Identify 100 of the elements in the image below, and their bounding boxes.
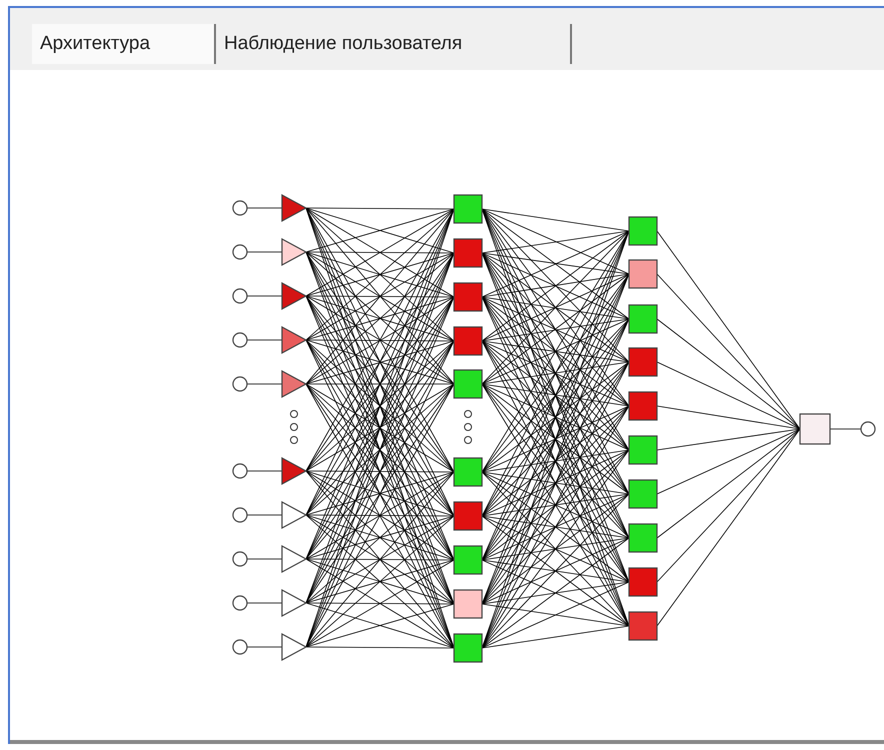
- input-neuron-triangle: [281, 282, 308, 310]
- connection-line: [482, 538, 630, 560]
- neuron-square: [453, 282, 483, 312]
- connection-line: [482, 472, 630, 538]
- neuron-circle: [860, 421, 876, 437]
- connection-line: [482, 274, 630, 384]
- connection-line: [482, 340, 630, 362]
- connection-line: [246, 558, 282, 560]
- connection-line: [482, 494, 630, 560]
- connection-line: [482, 494, 630, 604]
- neuron-circle: [232, 200, 248, 216]
- input-neuron-triangle: [281, 326, 308, 354]
- connection-line: [306, 470, 454, 472]
- connection-line: [482, 626, 630, 648]
- neuron-circle: [232, 288, 248, 304]
- neuron-square: [628, 259, 658, 289]
- neuron-square: [453, 501, 483, 531]
- connection-line: [656, 406, 800, 430]
- connection-line: [246, 646, 282, 648]
- connection-line: [482, 340, 630, 582]
- neuron-square: [453, 633, 483, 663]
- neuron-circle: [232, 463, 248, 479]
- connection-line: [482, 340, 630, 450]
- connection-line: [656, 428, 800, 626]
- connection-line: [246, 470, 282, 472]
- connection-line: [656, 318, 800, 430]
- connection-line: [482, 296, 630, 320]
- connection-line: [482, 318, 630, 384]
- connection-line: [482, 450, 630, 604]
- neuron-square: [453, 194, 483, 224]
- connection-line: [482, 230, 630, 384]
- connection-line: [656, 274, 800, 430]
- connection-line: [482, 230, 630, 342]
- connection-line: [482, 516, 630, 582]
- connection-line: [482, 252, 630, 406]
- connection-line: [306, 252, 454, 254]
- neuron-square: [799, 413, 831, 445]
- connection-line: [482, 274, 630, 472]
- connection-line: [482, 406, 630, 604]
- neuron-circle: [232, 244, 248, 260]
- neuron-circle: [232, 551, 248, 567]
- connection-line: [482, 318, 630, 342]
- connection-line: [482, 406, 630, 560]
- connection-line: [482, 274, 630, 298]
- connection-line: [482, 362, 630, 472]
- neuron-square: [453, 326, 483, 356]
- connection-line: [306, 646, 454, 648]
- connection-line: [482, 340, 630, 406]
- neuron-square: [628, 479, 658, 509]
- connection-line: [482, 406, 630, 516]
- connection-line: [656, 428, 800, 538]
- connection-line: [482, 230, 630, 254]
- neuron-circle: [232, 376, 248, 392]
- connection-line: [482, 516, 630, 626]
- neuron-square: [453, 589, 483, 619]
- connection-line: [482, 296, 630, 362]
- connection-line: [482, 406, 630, 472]
- connection-line: [482, 230, 630, 472]
- connection-line: [482, 472, 630, 626]
- input-neuron-triangle: [281, 457, 308, 485]
- connection-line: [656, 362, 800, 430]
- input-neuron-triangle: [281, 238, 308, 266]
- connection-line: [482, 362, 630, 516]
- neuron-square: [453, 238, 483, 268]
- connection-line: [482, 274, 630, 516]
- connection-line: [482, 208, 630, 274]
- input-neuron-triangle: [281, 501, 308, 529]
- neuron-circle: [232, 595, 248, 611]
- connection-line: [482, 208, 630, 406]
- neuron-square: [628, 304, 658, 334]
- connection-line: [482, 340, 630, 494]
- connection-line: [306, 208, 454, 210]
- tab: Архитектура: [32, 24, 216, 64]
- neuron-square: [453, 369, 483, 399]
- connection-line: [482, 318, 630, 516]
- neuron-square: [628, 347, 658, 377]
- connection-line: [306, 340, 454, 342]
- connection-line: [830, 428, 862, 430]
- connection-line: [482, 252, 630, 362]
- connection-line: [656, 428, 800, 450]
- connection-line: [482, 208, 630, 320]
- neuron-square: [628, 216, 658, 246]
- connection-line: [306, 558, 454, 560]
- connection-line: [306, 514, 454, 516]
- connection-line: [482, 582, 630, 604]
- connection-line: [482, 296, 630, 406]
- connection-line: [482, 516, 630, 538]
- connection-line: [482, 384, 630, 582]
- neuron-square: [628, 567, 658, 597]
- connection-line: [482, 384, 630, 626]
- connection-line: [482, 472, 630, 494]
- connection-line: [482, 384, 630, 406]
- connection-line: [482, 296, 630, 450]
- connection-line: [482, 230, 630, 298]
- neuron-circle: [232, 639, 248, 655]
- connection-line: [306, 602, 454, 604]
- connection-line: [246, 514, 282, 516]
- input-neuron-triangle: [281, 545, 308, 573]
- connection-line: [656, 230, 800, 430]
- input-neuron-triangle: [281, 370, 308, 398]
